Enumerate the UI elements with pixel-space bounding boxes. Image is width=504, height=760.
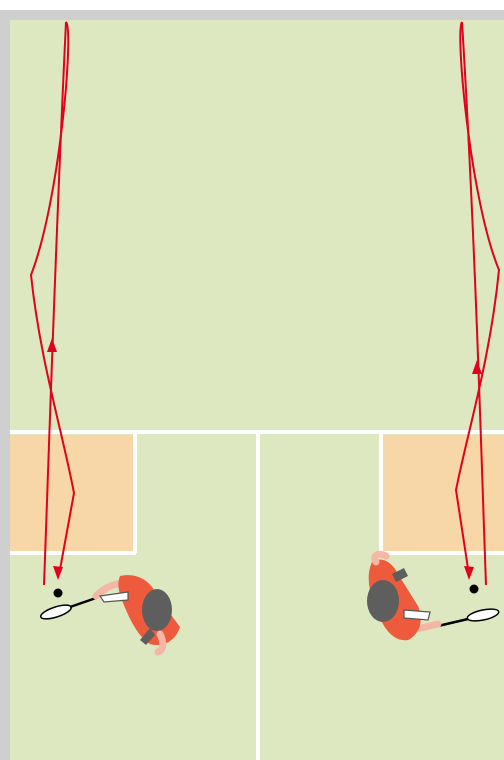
head-left bbox=[142, 589, 172, 631]
shoe-right-2 bbox=[404, 610, 430, 620]
head-right bbox=[367, 580, 399, 622]
shuttle-right bbox=[470, 585, 479, 594]
shuttle-left bbox=[54, 589, 63, 598]
service-box-left bbox=[10, 435, 134, 551]
service-box-right bbox=[383, 435, 504, 551]
